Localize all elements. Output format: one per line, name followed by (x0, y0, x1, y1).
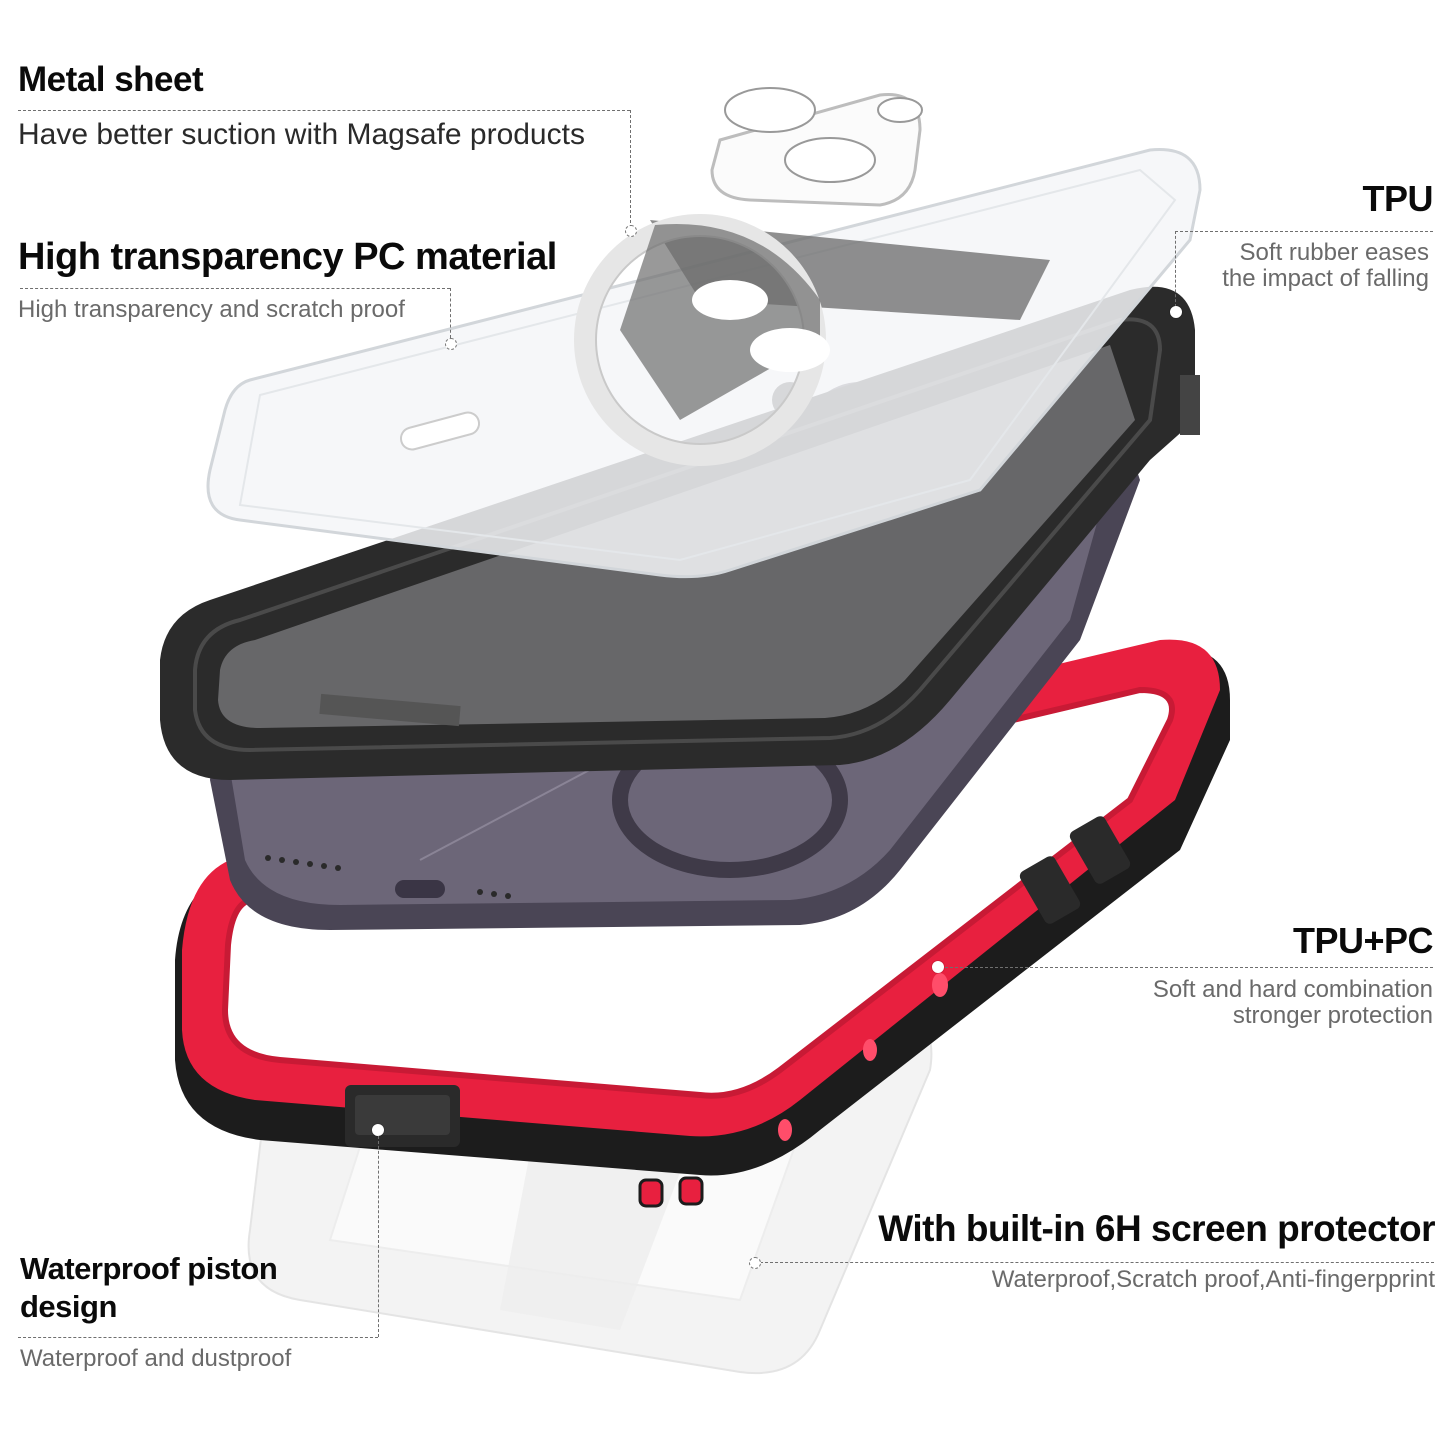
metal-sheet-callout-dot (625, 225, 637, 237)
tpu-pc-subtitle-line1: Soft and hard combination (1152, 976, 1433, 1003)
tpu-callout-dot (1170, 306, 1182, 318)
pc-material-subtitle: High transparency and scratch proof (18, 296, 405, 323)
screen-protector-subtitle: Waterproof,Scratch proof,Anti-fingerppri… (991, 1266, 1435, 1293)
tpu-pc-subtitle-line2: stronger protection (1232, 1002, 1433, 1029)
piston-subtitle: Waterproof and dustproof (20, 1345, 292, 1372)
pc-material-callout-dot (445, 338, 457, 350)
tpu-subtitle-line2: the impact of falling (1222, 265, 1429, 292)
piston-callout-dot (372, 1124, 384, 1136)
screen-protector-callout-dot (749, 1257, 761, 1269)
piston-callout-line-vertical (378, 1136, 379, 1337)
piston-callout-line (18, 1337, 378, 1338)
metal-sheet-title: Metal sheet (18, 60, 204, 99)
tpu-callout-line (1175, 231, 1433, 232)
metal-sheet-callout-line (18, 110, 630, 111)
pc-material-title: High transparency PC material (18, 236, 557, 278)
screen-protector-callout-line (760, 1262, 1434, 1263)
tpu-pc-callout-dot (932, 961, 944, 973)
tpu-callout-line-vertical (1175, 231, 1176, 307)
tpu-subtitle: Soft rubber eases the impact of falling (1222, 240, 1429, 292)
piston-title: Waterproof piston design (20, 1250, 278, 1326)
clear-pc-back-cover-layer (206, 87, 1202, 579)
piston-title-line1: Waterproof piston (20, 1251, 278, 1286)
metal-sheet-callout-line-vertical (630, 110, 631, 228)
tpu-subtitle-line1: Soft rubber eases (1239, 239, 1429, 266)
screen-protector-title: With built-in 6H screen protector (878, 1208, 1435, 1249)
pc-material-callout-line-vertical (450, 288, 451, 338)
metal-sheet-subtitle: Have better suction with Magsafe product… (18, 118, 585, 151)
pc-material-callout-line (20, 288, 450, 289)
tpu-pc-subtitle: Soft and hard combination stronger prote… (1153, 977, 1433, 1029)
piston-title-line2: design (20, 1289, 117, 1324)
tpu-pc-title: TPU+PC (1292, 920, 1434, 961)
tpu-title: TPU (1362, 178, 1434, 219)
tpu-pc-callout-line (940, 967, 1433, 968)
